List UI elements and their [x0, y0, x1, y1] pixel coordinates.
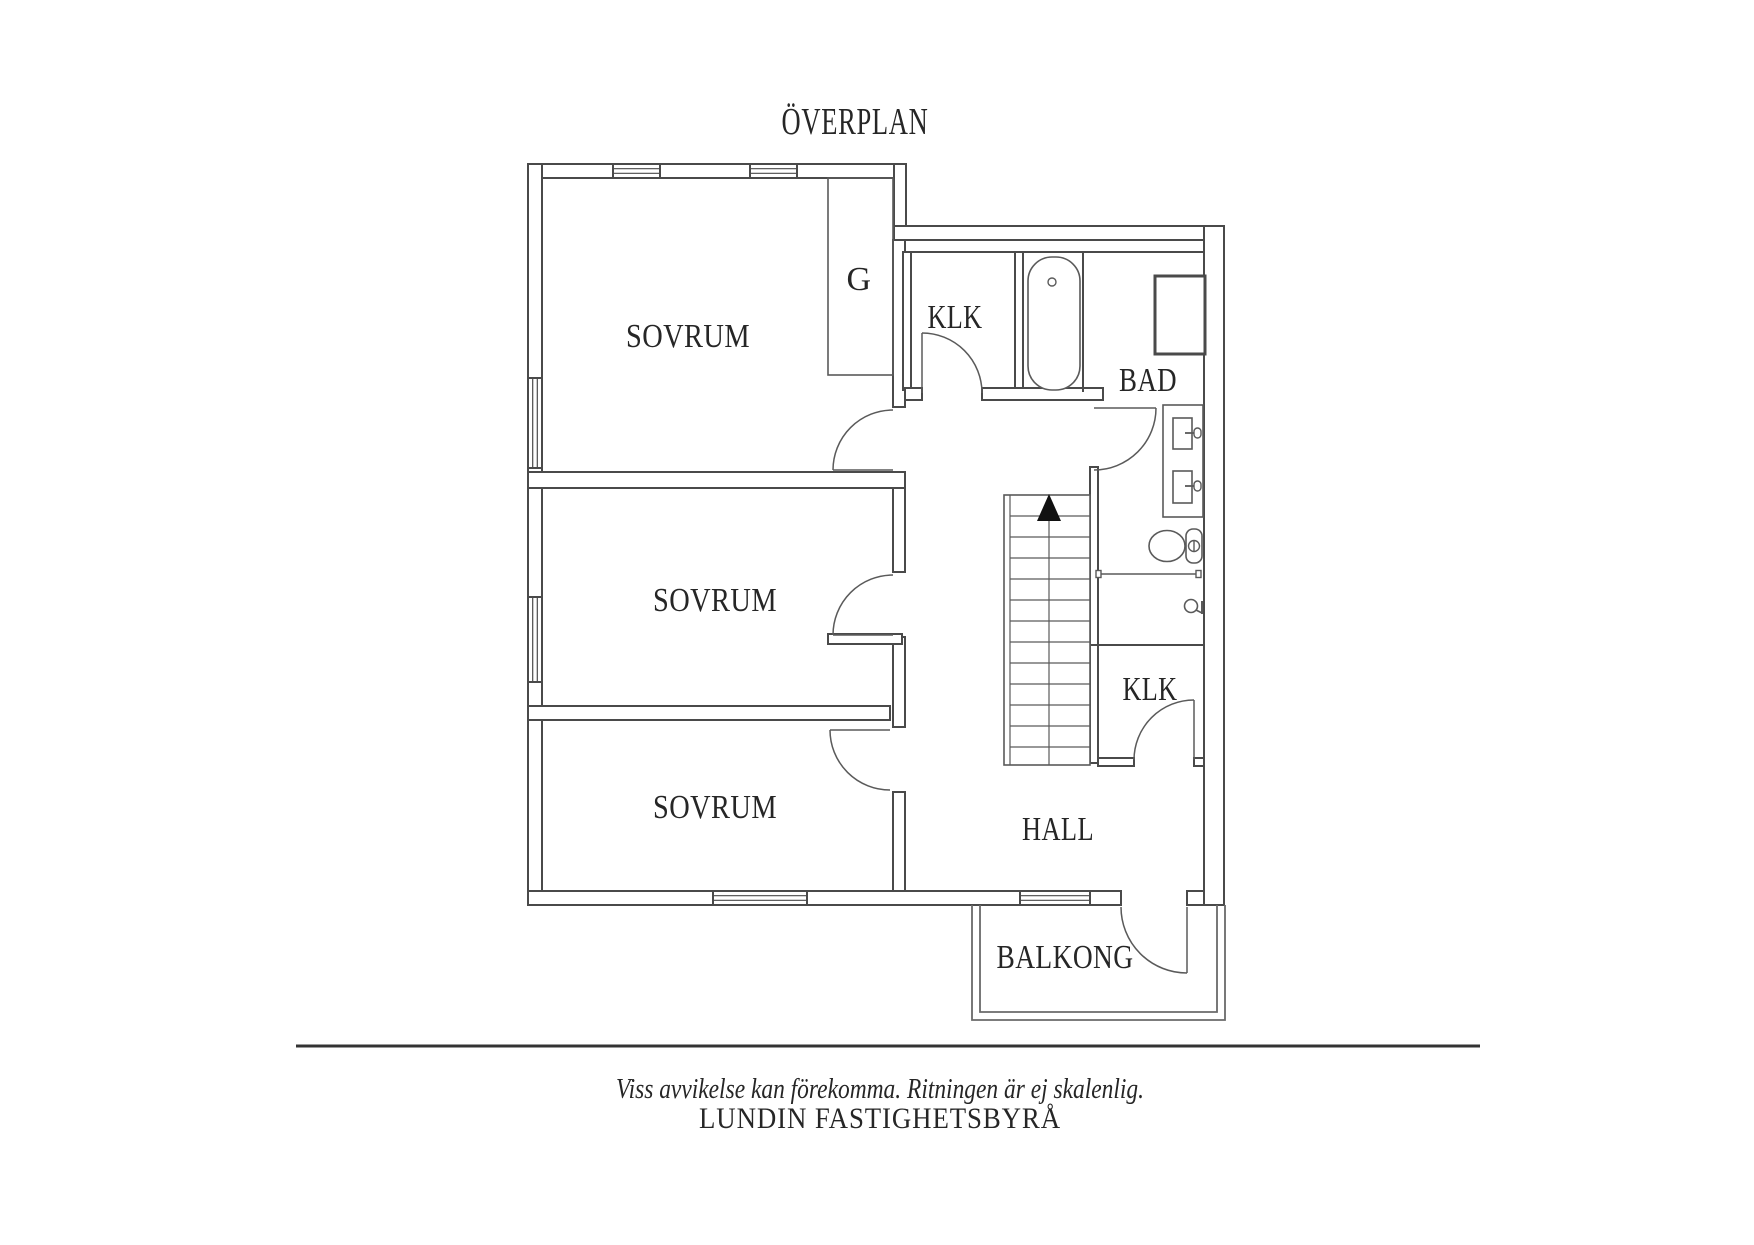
footer-brand: LUNDIN FASTIGHETSBYRÅ [699, 1102, 1061, 1135]
toilet [1148, 528, 1203, 564]
wardrobe-outline [827, 177, 894, 376]
doors [829, 332, 1195, 974]
window-left-2 [527, 596, 543, 683]
wall-hall-bedrooms-c [892, 636, 906, 728]
shower [1095, 569, 1203, 614]
wall-bedroom2-nook [827, 633, 903, 645]
door-bedroom1 [832, 409, 894, 471]
wall-bedroom1-bedroom2 [527, 471, 906, 489]
room-label-sovrum-3: SOVRUM [653, 789, 777, 826]
window-top-2 [749, 163, 798, 179]
faucet-icon-1 [1185, 427, 1202, 439]
wall-step-top [893, 225, 1225, 241]
balcony-door-opening [1120, 889, 1188, 906]
faucet-icon-2 [1185, 480, 1202, 492]
stairs-treads [1010, 515, 1090, 748]
sink-basin-2 [1172, 470, 1193, 504]
wall-klk-lower-bottom [1097, 757, 1135, 767]
bathtub-drain [1047, 277, 1057, 287]
room-label-bad: BAD [1119, 362, 1177, 399]
interior-walls [527, 239, 1205, 892]
room-label-klk-lower: KLK [1123, 671, 1178, 708]
room-label-hall: HALL [1022, 811, 1094, 848]
door-balcony [1120, 906, 1188, 974]
wall-bath-bottom-left [904, 387, 923, 401]
sink-vanity [1162, 404, 1204, 518]
door-klk-lower [1133, 699, 1195, 761]
door-bedroom2 [832, 574, 894, 636]
door-bath [1093, 407, 1157, 471]
window-left-1 [527, 377, 543, 469]
window-top-1 [612, 163, 661, 179]
balcony-railing [971, 905, 1226, 1021]
room-labels: SOVRUM G KLK BAD SOVRUM SOVRUM KLK HALL … [626, 261, 1178, 976]
room-label-garderob: G [846, 261, 871, 298]
page-title: ÖVERPLAN [782, 101, 929, 143]
bathtub [1027, 256, 1081, 391]
wall-bedroom2-bedroom3 [527, 705, 891, 721]
opening-gap [1122, 889, 1186, 906]
room-label-sovrum-1: SOVRUM [626, 318, 750, 355]
wall-klk-lower-bottom-cap [1193, 757, 1205, 767]
outer-walls [527, 163, 1225, 906]
room-label-balkong: BALKONG [997, 939, 1134, 976]
footer-disclaimer: Viss avvikelse kan förekomma. Ritningen … [616, 1074, 1144, 1105]
footer: Viss avvikelse kan förekomma. Ritningen … [296, 1044, 1480, 1135]
bathroom-cabinet [1153, 274, 1207, 356]
windows [527, 163, 1091, 906]
wall-bottom [527, 890, 1225, 906]
wall-top [527, 163, 907, 179]
wall-right [1203, 225, 1225, 906]
window-bottom-hall [1019, 890, 1091, 906]
door-klk-upper [921, 332, 983, 394]
wall-bath-bottom-right [981, 387, 1104, 401]
stairs [1003, 494, 1091, 766]
window-bottom-bedroom3 [712, 890, 808, 906]
wall-klk-upper-left [902, 251, 912, 391]
room-label-sovrum-2: SOVRUM [653, 582, 777, 619]
shower-head-icon [1183, 598, 1203, 614]
wall-klk-tub-divider [1014, 251, 1024, 391]
stairs-up-arrow-icon [1037, 494, 1061, 521]
wall-hall-bath [1089, 466, 1099, 764]
wall-left [527, 163, 543, 906]
toilet-bowl [1148, 529, 1186, 563]
door-bedroom3 [829, 729, 891, 791]
wall-hall-bedrooms-d [892, 791, 906, 892]
room-label-klk-upper: KLK [928, 299, 983, 336]
